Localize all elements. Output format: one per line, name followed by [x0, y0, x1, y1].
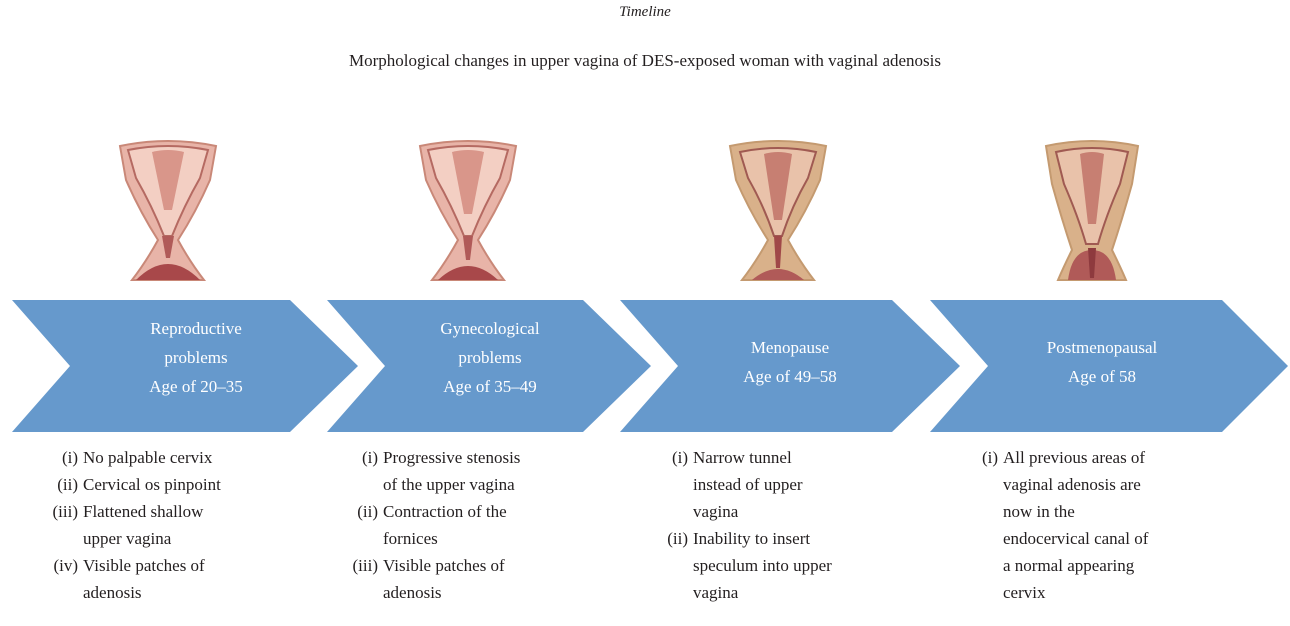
list-item: (ii) Cervical os pinpoint — [30, 471, 221, 498]
list-item-number: (iii) — [30, 498, 83, 552]
stage-4-age: Age of 58 — [992, 362, 1212, 391]
stage-1-label-line-2: problems — [86, 343, 306, 372]
list-item-number: (i) — [30, 444, 83, 471]
stage-2-label-line-1: Gynecological — [380, 314, 600, 343]
stage-4-uterus-illustration — [1036, 140, 1148, 290]
stage-3-uterus-illustration — [722, 140, 834, 290]
list-item: (i) No palpable cervix — [30, 444, 221, 471]
stage-1-label: Reproductive problems Age of 20–35 — [86, 314, 306, 401]
list-item-number: (ii) — [30, 471, 83, 498]
stage-1-age: Age of 20–35 — [86, 372, 306, 401]
list-item-text: No palpable cervix — [83, 444, 212, 471]
list-item-number: (i) — [960, 444, 1003, 606]
list-item-number: (i) — [648, 444, 693, 525]
stage-4-label-line-1: Postmenopausal — [992, 333, 1212, 362]
stage-3-age: Age of 49–58 — [680, 362, 900, 391]
stage-2-label-line-2: problems — [380, 343, 600, 372]
stage-2-age: Age of 35–49 — [380, 372, 600, 401]
stage-2-label: Gynecological problems Age of 35–49 — [380, 314, 600, 401]
list-item-number: (ii) — [648, 525, 693, 606]
stage-3-label-line-1: Menopause — [680, 333, 900, 362]
list-item-number: (ii) — [340, 498, 383, 552]
stage-1-label-line-1: Reproductive — [86, 314, 306, 343]
stage-1-uterus-illustration — [112, 140, 224, 290]
list-item-number: (i) — [340, 444, 383, 498]
list-item-number: (iii) — [340, 552, 383, 606]
stage-3-label: Menopause Age of 49–58 — [680, 333, 900, 391]
stage-4-label: Postmenopausal Age of 58 — [992, 333, 1212, 391]
list-item-number: (iv) — [30, 552, 83, 606]
stage-2-uterus-illustration — [412, 140, 524, 290]
list-item-text: Cervical os pinpoint — [83, 471, 221, 498]
stage-1-findings: (i) No palpable cervix (ii) Cervical os … — [30, 444, 221, 606]
